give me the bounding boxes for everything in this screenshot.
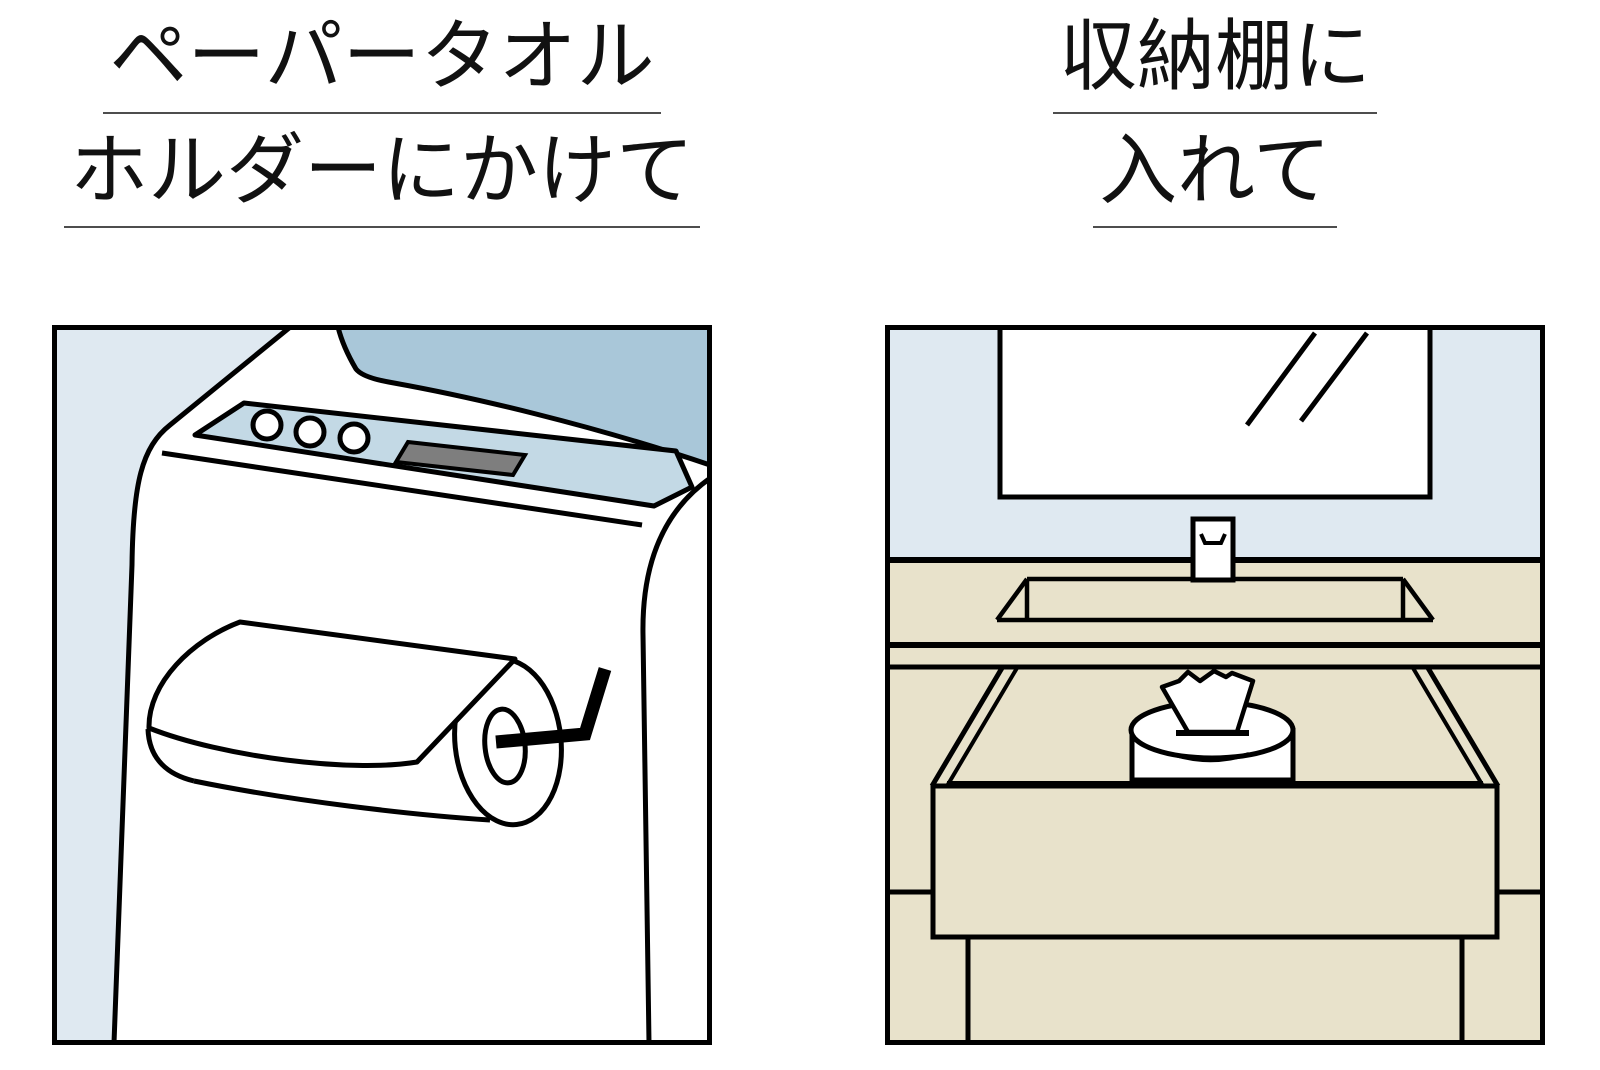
faucet-spout-icon xyxy=(1199,533,1227,545)
left-illustration-panel xyxy=(52,325,712,1045)
holder-arm xyxy=(495,667,612,749)
faucet xyxy=(1190,516,1236,583)
mirror-reflection-line xyxy=(1299,331,1369,423)
control-button-icon xyxy=(250,408,284,442)
left-heading-line1: ペーパータオル xyxy=(103,18,661,114)
mirror-reflection-line xyxy=(1244,331,1318,427)
machine-right-edge xyxy=(640,474,712,1044)
machine-left-edge xyxy=(111,326,291,1044)
right-heading-line2: 入れて xyxy=(1093,132,1337,228)
panel-border xyxy=(885,325,1545,1045)
roll-bottom-edge xyxy=(193,778,491,823)
left-panel-heading: ペーパータオル ホルダーにかけて xyxy=(52,18,712,228)
right-heading-line1: 収納棚に xyxy=(1052,18,1377,114)
vanity-scene xyxy=(885,325,1545,1045)
roll-left-bottom-arc xyxy=(145,728,195,784)
machine-front-top-edge xyxy=(161,450,643,528)
cabinet-base xyxy=(885,889,1545,1043)
right-panel-heading: 収納棚に 入れて xyxy=(885,18,1545,228)
machine-lid xyxy=(334,325,712,469)
open-drawer-rim xyxy=(929,666,1501,788)
washing-machine-scene xyxy=(52,325,712,1045)
display-screen xyxy=(392,439,529,478)
mirror xyxy=(997,325,1433,500)
control-button-icon xyxy=(337,421,371,455)
right-illustration-panel xyxy=(885,325,1545,1045)
control-button-icon xyxy=(293,415,327,449)
paper-towel-flap xyxy=(146,619,518,768)
drawer-front xyxy=(930,783,1500,940)
left-heading-line2: ホルダーにかけて xyxy=(63,132,700,228)
panel-border xyxy=(52,325,712,1045)
canister-lip-arc xyxy=(1174,752,1250,763)
